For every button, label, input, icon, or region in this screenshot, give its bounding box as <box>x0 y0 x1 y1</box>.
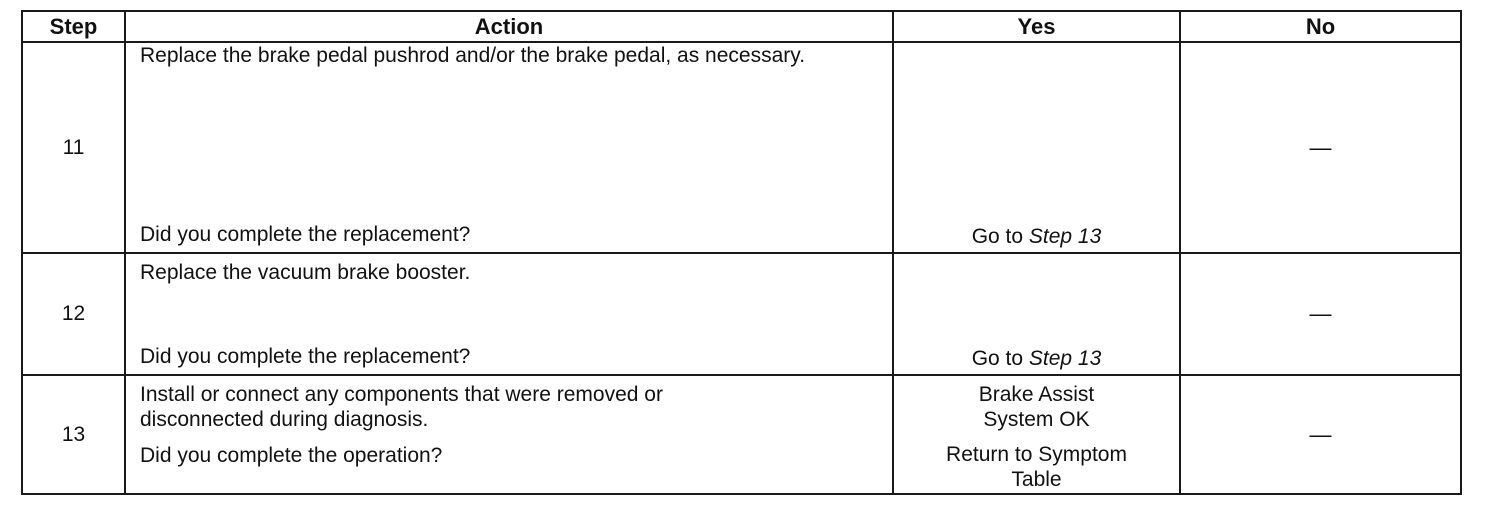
yes-go-to: Go to Step 13 <box>894 346 1179 371</box>
table-row: 11 Replace the brake pedal pushrod and/o… <box>21 41 1462 254</box>
header-action: Action <box>124 10 894 43</box>
header-step: Step <box>21 10 126 43</box>
table-row: 13 Install or connect any components tha… <box>21 374 1462 495</box>
action-instruction: Replace the vacuum brake booster. <box>140 261 471 284</box>
header-yes: Yes <box>892 10 1181 43</box>
yes-cell: Go to Step 13 <box>892 252 1181 376</box>
action-cell: Install or connect any components that w… <box>124 374 894 495</box>
yes-cell: Brake Assist System OK Return to Symptom… <box>892 374 1181 495</box>
yes-prefix: Go to <box>971 225 1029 248</box>
action-instruction: Replace the brake pedal pushrod and/or t… <box>140 44 806 67</box>
action-question: Did you complete the replacement? <box>140 345 471 368</box>
yes-prefix: Go to <box>971 347 1029 370</box>
step-number: 13 <box>21 374 126 495</box>
yes-cell: Go to Step 13 <box>892 41 1181 254</box>
action-question: Did you complete the replacement? <box>140 223 471 246</box>
step-reference-link[interactable]: Step 13 <box>1028 347 1102 370</box>
action-instruction: Install or connect any components that w… <box>140 383 663 431</box>
yes-outcome: Brake Assist System OK <box>978 383 1095 431</box>
return-to-symptom-table-link[interactable]: Return to Symptom Table <box>946 443 1127 491</box>
header-row: Step Action Yes No <box>21 10 1462 43</box>
step-number: 11 <box>21 41 126 254</box>
no-cell: — <box>1179 252 1462 376</box>
step-reference-link[interactable]: Step 13 <box>1028 225 1102 248</box>
action-cell: Replace the brake pedal pushrod and/or t… <box>124 41 894 254</box>
action-cell: Replace the vacuum brake booster. Did yo… <box>124 252 894 376</box>
yes-go-to: Go to Step 13 <box>894 224 1179 249</box>
table-row: 12 Replace the vacuum brake booster. Did… <box>21 252 1462 376</box>
header-no: No <box>1179 10 1462 43</box>
action-question: Did you complete the operation? <box>140 444 443 467</box>
diagnostic-table: Step Action Yes No 11 Replace the brake … <box>21 10 1462 495</box>
step-number: 12 <box>21 252 126 376</box>
no-cell: — <box>1179 41 1462 254</box>
no-cell: — <box>1179 374 1462 495</box>
